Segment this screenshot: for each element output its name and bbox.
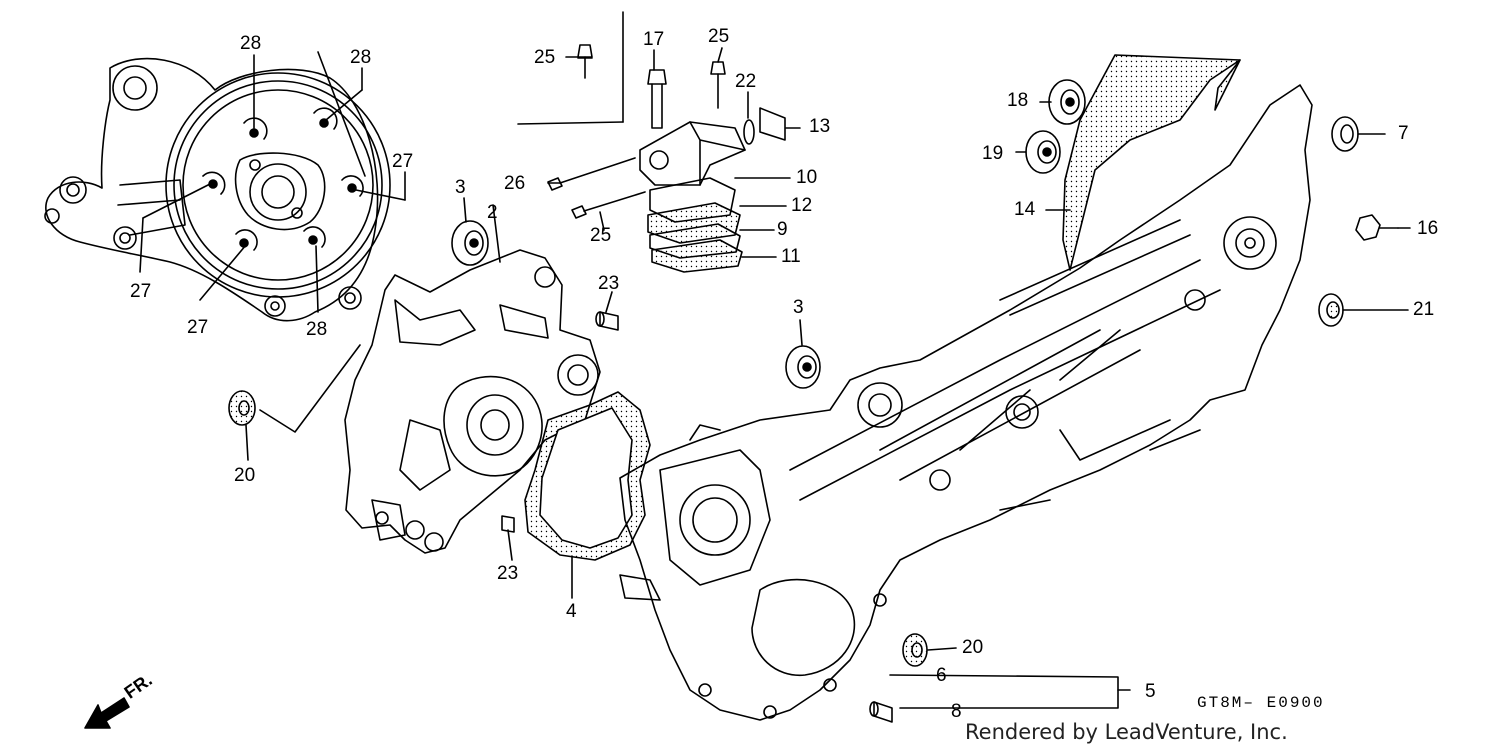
leader-lines xyxy=(140,12,1410,708)
bolts xyxy=(548,45,1398,240)
callout-label: 5 xyxy=(1145,681,1156,702)
callout-label: 18 xyxy=(1007,90,1029,111)
callout-label: 9 xyxy=(777,219,788,240)
callout-label: 7 xyxy=(1398,123,1409,144)
callout-label: 2 xyxy=(487,202,498,223)
callout-label: 3 xyxy=(793,297,804,318)
callout-label: 23 xyxy=(598,273,620,294)
callout-label: 16 xyxy=(1417,218,1439,239)
callout-label: 27 xyxy=(130,281,152,302)
callout-label: 21 xyxy=(1413,299,1435,320)
callout-label: 25 xyxy=(708,26,730,47)
callout-label: 27 xyxy=(392,151,414,172)
left-cover xyxy=(45,59,390,321)
callout-label: 25 xyxy=(590,225,612,246)
callout-label: 14 xyxy=(1014,199,1036,220)
callout-label: 12 xyxy=(791,195,813,216)
callout-label: 25 xyxy=(534,47,556,68)
callout-label: 10 xyxy=(796,167,818,188)
callout-label: 20 xyxy=(962,637,984,658)
callout-label: 3 xyxy=(455,177,466,198)
callout-label: 17 xyxy=(643,29,665,50)
bearings-and-seals xyxy=(229,80,1358,722)
callout-label: 26 xyxy=(504,173,526,194)
callout-label: 8 xyxy=(951,701,962,722)
callout-label: 22 xyxy=(735,71,757,92)
callout-label: 6 xyxy=(936,665,947,686)
callout-label: 28 xyxy=(306,319,328,340)
callout-label: 19 xyxy=(982,143,1004,164)
reed-valve-assembly xyxy=(640,108,785,272)
callout-label: 23 xyxy=(497,563,519,584)
credit-text: Rendered by LeadVenture, Inc. xyxy=(965,720,1288,744)
callout-label: 28 xyxy=(350,47,372,68)
right-cover-gasket xyxy=(1063,55,1240,270)
crankcase-gasket xyxy=(525,392,650,560)
drawing-code: GT8M– E0900 xyxy=(1197,694,1325,712)
right-crankcase xyxy=(620,85,1312,720)
callout-label: 13 xyxy=(809,116,831,137)
left-crankcase xyxy=(345,250,600,553)
fr-arrow-icon xyxy=(85,698,129,728)
callout-label: 27 xyxy=(187,317,209,338)
callout-label: 28 xyxy=(240,33,262,54)
callout-label: 20 xyxy=(234,465,256,486)
callout-label: 11 xyxy=(781,246,801,267)
callout-label: 4 xyxy=(566,601,577,622)
